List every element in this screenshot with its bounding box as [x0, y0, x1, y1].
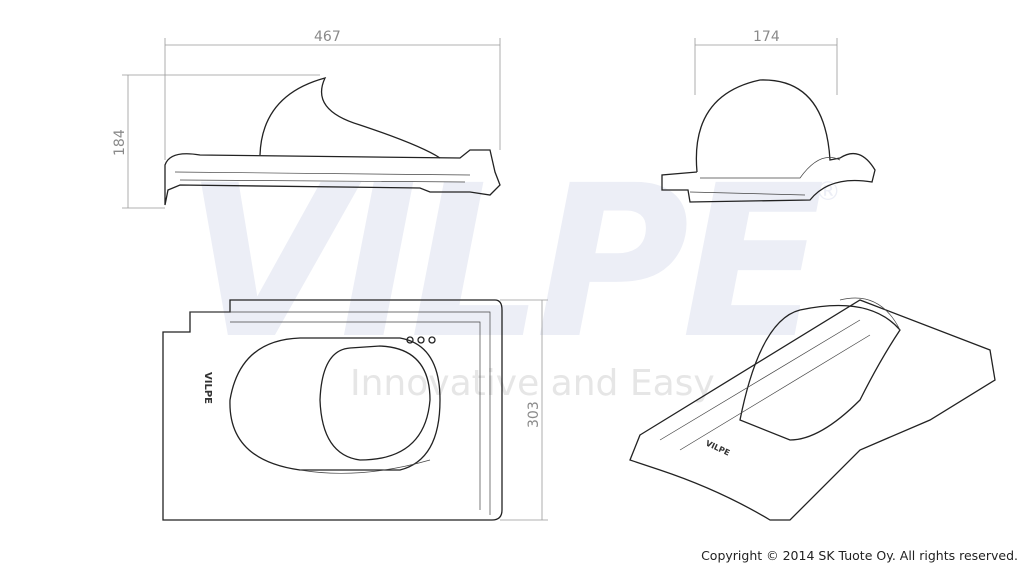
svg-text:184: 184 — [112, 129, 128, 156]
iso-product-logo: VILPE — [704, 439, 731, 458]
side-view — [164, 77, 501, 206]
svg-text:467: 467 — [314, 29, 341, 45]
dimension-length: 467 — [164, 29, 501, 160]
front-view — [661, 79, 876, 203]
vilpe-watermark-logo: VILPE ® — [185, 140, 841, 385]
svg-text:174: 174 — [753, 29, 780, 45]
top-view: VILPE — [162, 299, 503, 521]
dimension-front-width: 174 — [694, 29, 838, 95]
product-logo: VILPE — [202, 372, 213, 404]
svg-text:VILPE: VILPE — [185, 140, 822, 385]
dimension-height: 184 — [112, 74, 320, 209]
copyright-notice: Copyright © 2014 SK Tuote Oy. All rights… — [701, 548, 1018, 563]
svg-text:303: 303 — [526, 401, 542, 428]
dimension-top-width: 303 — [500, 299, 548, 521]
watermark-slogan: Innovative and Easy — [350, 363, 715, 404]
